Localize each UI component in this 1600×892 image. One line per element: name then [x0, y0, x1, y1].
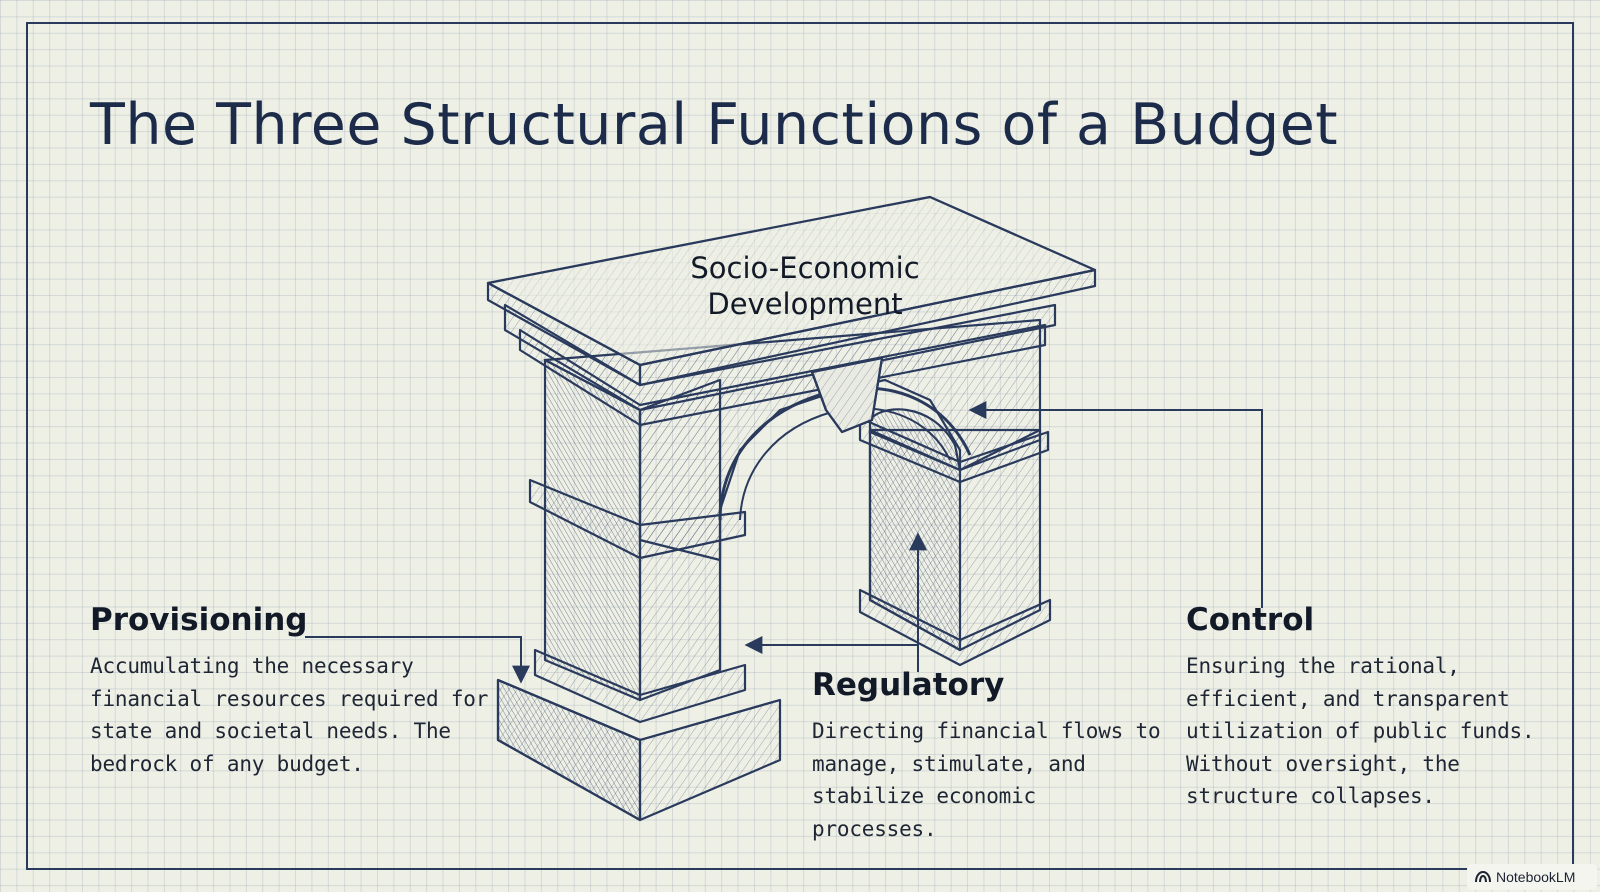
regulatory-description: Directing financial flows to manage, sti… — [812, 719, 1161, 841]
provisioning-heading: Provisioning — [90, 602, 308, 638]
control-arrow — [968, 401, 1263, 608]
connector-arrows — [305, 401, 1263, 684]
control-heading: Control — [1186, 602, 1315, 638]
control-block: Control Ensuring the rational, efficient… — [1186, 602, 1566, 813]
arch-structure — [486, 195, 1097, 822]
watermark-text: NotebookLM — [1496, 869, 1576, 885]
provisioning-block: Provisioning Accumulating the necessary … — [90, 602, 490, 780]
provisioning-arrow — [305, 636, 530, 684]
slide-title: The Three Structural Functions of a Budg… — [90, 92, 1339, 158]
page-frame — [26, 22, 1574, 870]
notebooklm-watermark: NotebookLM — [1467, 864, 1597, 890]
regulatory-heading: Regulatory — [812, 667, 1005, 703]
notebooklm-logo-icon — [1475, 871, 1491, 883]
regulatory-block: Regulatory Directing financial flows to … — [812, 667, 1172, 845]
provisioning-description: Accumulating the necessary financial res… — [90, 654, 489, 776]
control-description: Ensuring the rational, efficient, and tr… — [1186, 654, 1535, 808]
arch-top-label: Socio-Economic Development — [690, 251, 920, 321]
